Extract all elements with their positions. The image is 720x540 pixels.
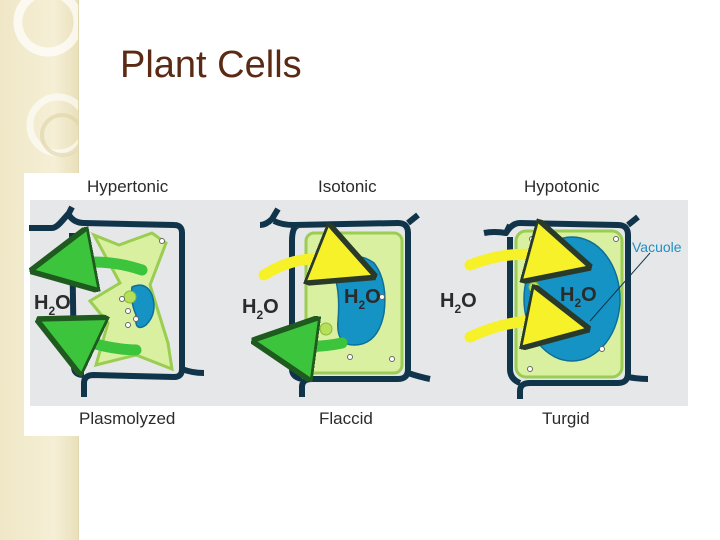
cell-wall — [259, 207, 431, 397]
vacuole-leader-line — [589, 252, 651, 322]
h2o-label-1: H2O — [34, 292, 71, 318]
water-out-arrow-bottom — [66, 333, 142, 350]
label-hypotonic: Hypotonic — [524, 177, 600, 196]
cell-turgid: H2O H2O Vacuole — [440, 214, 682, 399]
water-in-arrow-bottom — [464, 321, 558, 337]
label-vacuole: Vacuole — [632, 239, 682, 255]
cell-wall — [29, 205, 205, 397]
water-out-arrow — [284, 343, 348, 347]
water-in-arrow-top — [464, 254, 560, 265]
h2o-label-outside-2: H2O — [242, 296, 279, 322]
osmosis-diagram-svg: Hypertonic Isotonic Hypotonic H2O — [24, 177, 688, 428]
osmosis-diagram: Hypertonic Isotonic Hypotonic H2O — [24, 173, 688, 436]
label-plasmolyzed: Plasmolyzed — [79, 409, 175, 428]
h2o-label-inside-3: H2O — [560, 284, 597, 310]
slide-title: Plant Cells — [120, 44, 302, 86]
decorative-rings — [13, 0, 78, 157]
cell-plasmolyzed: H2O — [29, 205, 205, 397]
cell-flaccid: H2O H2O — [242, 207, 431, 397]
label-turgid: Turgid — [542, 409, 590, 428]
water-in-arrow — [258, 259, 346, 275]
cell-wall — [483, 214, 649, 399]
h2o-label-inside-2: H2O — [344, 286, 381, 312]
nucleus — [528, 281, 540, 293]
label-hypertonic: Hypertonic — [87, 177, 169, 196]
water-out-arrow-top — [62, 262, 148, 270]
h2o-label-outside-3: H2O — [440, 290, 477, 316]
nucleus — [319, 322, 333, 336]
label-isotonic: Isotonic — [318, 177, 377, 196]
label-flaccid: Flaccid — [319, 409, 373, 428]
nucleus — [123, 290, 137, 304]
